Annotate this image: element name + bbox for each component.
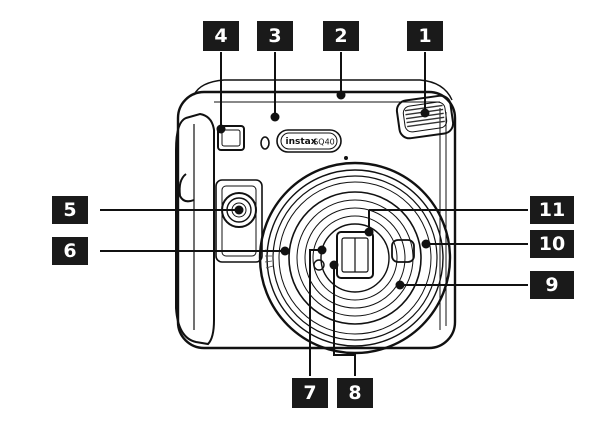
callout-4: 4 — [203, 21, 239, 51]
callout-label: 4 — [214, 25, 227, 47]
brand-logo-text: instax — [285, 137, 316, 147]
lens-side-window — [391, 239, 415, 263]
callout-3: 3 — [257, 21, 293, 51]
callout-11: 11 — [530, 196, 574, 224]
lens-barrel — [258, 156, 452, 355]
camera-body — [176, 90, 457, 350]
callout-label: 3 — [268, 25, 281, 47]
callout-label: 2 — [334, 25, 347, 47]
self-timer-lamp — [260, 136, 270, 150]
camera-grip — [175, 112, 215, 346]
callout-label: 9 — [545, 274, 558, 296]
model-logo-text: SQ40 — [313, 138, 335, 147]
callout-label: 10 — [539, 233, 565, 255]
callout-5: 5 — [52, 196, 88, 224]
camera-illustration: instax SQ40 — [175, 79, 457, 355]
callout-label: 6 — [63, 240, 76, 262]
callout-8: 8 — [337, 378, 373, 408]
callout-10: 10 — [530, 230, 574, 258]
callout-1: 1 — [407, 21, 443, 51]
callout-label: 7 — [303, 382, 316, 404]
callout-6: 6 — [52, 237, 88, 265]
viewfinder-window — [217, 125, 245, 151]
leader-lines — [100, 52, 528, 376]
callout-label: 1 — [418, 25, 431, 47]
callout-label: 8 — [348, 382, 361, 404]
lens-center — [336, 231, 374, 279]
callout-7: 7 — [292, 378, 328, 408]
logo-plate — [276, 129, 342, 153]
callout-9: 9 — [530, 271, 574, 299]
callout-label: 11 — [539, 199, 565, 221]
flash-window — [395, 94, 455, 140]
callout-label: 5 — [63, 199, 76, 221]
callout-2: 2 — [323, 21, 359, 51]
